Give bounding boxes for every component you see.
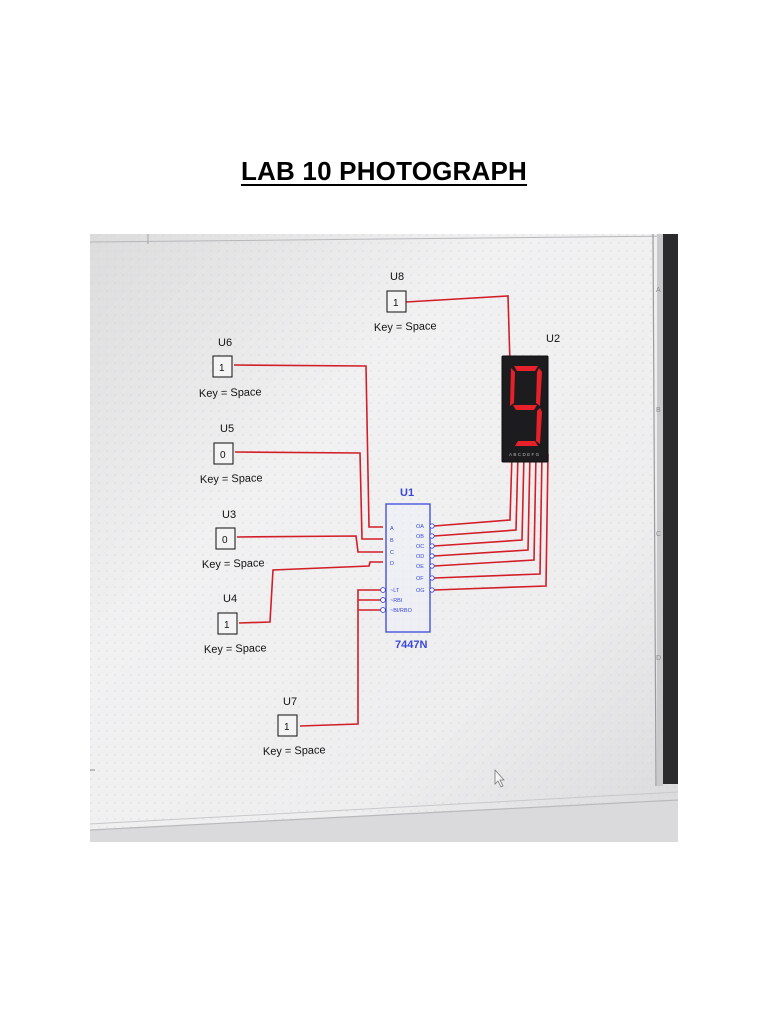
pin-oa: OA [416, 524, 424, 530]
wire-og [433, 453, 549, 591]
switch-u6[interactable]: U6 1 Key = Space [199, 337, 262, 400]
wire-u6-a [233, 364, 383, 528]
pin-c: C [390, 550, 394, 556]
pin-bubble [429, 587, 435, 593]
wire-u5-b [234, 451, 383, 540]
pin-ob: OB [416, 534, 424, 540]
pin-bubble [429, 575, 435, 581]
switch-label: U4 [223, 593, 237, 605]
pin-bi-rbo: ~BI/RBO [390, 608, 413, 614]
wire-u4-d [238, 561, 383, 624]
grid-dots [90, 234, 678, 842]
monitor-bottom-area [90, 800, 678, 842]
wire-oc [433, 453, 525, 547]
pin-d: D [390, 561, 394, 567]
segment-g [513, 405, 537, 410]
decoder-part-number: 7447N [395, 639, 427, 651]
wire-u8-display [405, 295, 511, 365]
display-digit-segments [510, 366, 542, 446]
pin-bubble [429, 543, 435, 549]
pin-oe: OE [416, 564, 424, 570]
switch-box[interactable] [217, 612, 238, 635]
display-u2: U2 ABCDEFG [501, 333, 560, 463]
switch-label: U5 [220, 423, 234, 435]
switch-label: U6 [218, 337, 232, 349]
border-mark-b: B [656, 407, 661, 414]
switch-u4[interactable]: U4 1 Key = Space [204, 593, 267, 656]
segment-a [514, 366, 538, 371]
pin-rbi: ~RBI [390, 598, 403, 604]
border-mark-a: A [656, 287, 661, 294]
monitor-bezel [662, 234, 678, 784]
sheet-bottom-edge-2 [90, 791, 678, 825]
sheet-right-border [652, 234, 657, 787]
pin-bubble [429, 553, 435, 559]
sheet-bottom-edge [90, 799, 678, 831]
mouse-cursor-icon [494, 768, 505, 788]
wire-u3-c [236, 535, 383, 553]
segment-f [510, 368, 515, 406]
pin-of: OF [416, 576, 424, 582]
decoder-body[interactable] [385, 503, 431, 633]
sheet-right-margin [657, 234, 663, 786]
circuit-photo: A B C D U8 1 Key = Space [90, 234, 678, 842]
wire-of [433, 453, 543, 579]
switch-key: Key = Space [263, 744, 326, 758]
switch-box[interactable] [213, 442, 234, 465]
border-mark-c: C [656, 531, 661, 538]
wire-ob [433, 453, 519, 537]
pin-b: B [390, 538, 394, 544]
pin-bubble [380, 587, 386, 593]
switch-key: Key = Space [200, 472, 263, 486]
switch-key: Key = Space [202, 557, 265, 571]
switch-u3[interactable]: U3 0 Key = Space [202, 509, 265, 571]
switch-value: 0 [220, 450, 226, 461]
pin-bubble [429, 523, 435, 529]
wire-oe [433, 453, 537, 567]
schematic-svg: A B C D U8 1 Key = Space [90, 234, 678, 842]
switch-key: Key = Space [204, 642, 267, 656]
switch-label: U8 [390, 271, 404, 283]
segment-c [536, 408, 542, 444]
switch-u5[interactable]: U5 0 Key = Space [200, 423, 263, 486]
switch-box[interactable] [386, 290, 407, 313]
display-pin-labels: ABCDEFG [509, 452, 541, 457]
pin-og: OG [416, 588, 425, 594]
pin-a: A [390, 526, 394, 532]
switch-u8[interactable]: U8 1 Key = Space [374, 271, 437, 334]
pin-bubble [429, 533, 435, 539]
switch-key: Key = Space [199, 386, 262, 400]
segment-b [536, 368, 542, 406]
wire-oa [433, 453, 513, 527]
switch-value: 1 [224, 620, 230, 631]
pin-bubble [380, 607, 386, 613]
decoder-label: U1 [400, 487, 414, 499]
switch-label: U3 [222, 509, 236, 521]
border-mark-d: D [656, 655, 661, 662]
decoder-u1[interactable]: U1 A B C D ~LT ~RBI ~BI/RBO OA OB OC OD … [380, 487, 435, 651]
switch-value: 1 [393, 298, 399, 309]
wire-u7-lt [299, 589, 384, 727]
display-label: U2 [546, 333, 560, 345]
wires [233, 295, 549, 727]
wire-od [433, 453, 531, 557]
sheet-top-edge [90, 235, 678, 243]
switch-box[interactable] [212, 355, 233, 378]
segment-d [515, 441, 538, 446]
switch-label: U7 [283, 696, 297, 708]
switch-box[interactable] [277, 714, 298, 737]
switch-value: 1 [284, 722, 290, 733]
pin-oc: OC [416, 544, 424, 550]
pin-od: OD [416, 554, 424, 560]
pin-lt: ~LT [390, 588, 400, 594]
pin-bubble [429, 563, 435, 569]
switch-u7[interactable]: U7 1 Key = Space [263, 696, 326, 758]
pin-bubble [380, 597, 386, 603]
switch-value: 1 [219, 363, 225, 374]
page-title: LAB 10 PHOTOGRAPH [240, 156, 528, 186]
switch-value: 0 [222, 535, 228, 546]
switch-key: Key = Space [374, 320, 437, 334]
switch-box[interactable] [215, 527, 236, 550]
